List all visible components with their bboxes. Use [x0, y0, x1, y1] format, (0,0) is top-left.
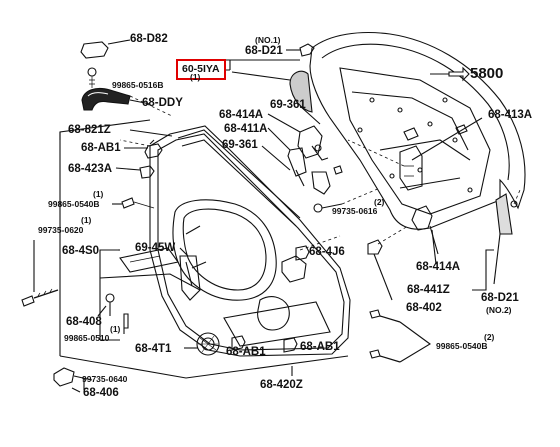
label-69-45w: 69-45W — [135, 242, 176, 254]
label-68-4j6: 68-4J6 — [309, 246, 345, 258]
label-99865-0510: 99865-0510 — [64, 333, 110, 343]
label-68-ab1-bottom-a: 68-AB1 — [226, 346, 266, 358]
screw-0510 — [123, 313, 129, 334]
label-68-d82: 68-D82 — [130, 33, 168, 45]
clip-402 — [367, 239, 393, 301]
label-68-4s0: 68-4S0 — [62, 245, 100, 257]
plug-d21-no2 — [493, 193, 518, 285]
label-99735-0640: 99735-0640 — [82, 374, 128, 384]
bracket-45w — [179, 247, 201, 301]
screw-0540b-left — [112, 197, 155, 209]
label-qty-1-a: (1) — [190, 72, 201, 82]
label-68-414a-right: 68-414A — [416, 261, 461, 273]
label-68-413a: 68-413A — [488, 109, 533, 121]
screw-0616 — [313, 203, 343, 213]
label-5800: 5800 — [470, 65, 504, 82]
arrow-icon — [430, 66, 470, 82]
label-68-d21-no1: 68-D21 — [245, 45, 283, 57]
switch-panel-4s0 — [118, 247, 179, 273]
label-68-d21-no2: 68-D21 — [481, 292, 519, 304]
cap-406 — [53, 367, 93, 393]
label-qty-1-d: (1) — [110, 324, 121, 334]
label-68-423a: 68-423A — [68, 163, 113, 175]
label-68-821z: 68-821Z — [68, 124, 111, 136]
door-trim-panel — [149, 125, 351, 357]
rod-414a-right — [411, 205, 439, 265]
label-qty-1-c: (1) — [81, 215, 92, 225]
leader-no1 — [226, 59, 300, 71]
label-68-402: 68-402 — [406, 302, 442, 314]
label-68-420z: 68-420Z — [260, 379, 303, 391]
label-99865-0540b-left: 99865-0540B — [48, 199, 100, 209]
clip-ab1-bottom — [231, 335, 298, 353]
plug-d21-no1 — [286, 43, 315, 57]
clip-ab1-top — [124, 143, 163, 159]
label-qty-1-b: (1) — [93, 189, 104, 199]
label-99865-0516b: 99865-0516B — [112, 80, 164, 90]
label-68-4t1: 68-4T1 — [135, 343, 172, 355]
label-68-441z: 68-441Z — [407, 284, 450, 296]
weatherstrip-821z — [129, 129, 173, 145]
highlighted-part-number[interactable]: 60-5IYA — [176, 59, 226, 80]
bracket-441z — [472, 249, 494, 291]
screw-408 — [97, 293, 115, 317]
label-qty-2-b: (2) — [484, 332, 495, 342]
label-99865-0540b-right: 99865-0540B — [436, 341, 488, 351]
label-68-414a-top: 68-414A — [219, 109, 264, 121]
label-68-408: 68-408 — [66, 316, 102, 328]
label-no2: (NO.2) — [486, 305, 512, 315]
screw-0540b-right — [369, 309, 431, 363]
latch-413a — [399, 117, 483, 191]
dashed-guides — [119, 95, 521, 251]
label-68-ab1-bottom-b: 68-AB1 — [300, 341, 340, 353]
label-69-361-top: 69-361 — [270, 99, 306, 111]
label-no1: (NO.1) — [255, 35, 281, 45]
label-99735-0620: 99735-0620 — [38, 225, 84, 235]
mirror-corner-cover — [231, 70, 313, 113]
label-68-ddy: 68-DDY — [142, 97, 183, 109]
regulator-parts — [261, 105, 343, 195]
door-shell-5800 — [309, 32, 526, 230]
label-68-406: 68-406 — [83, 387, 119, 399]
bracket-4s0 — [99, 249, 201, 341]
label-69-361-mid: 69-361 — [222, 139, 258, 151]
label-68-ab1-top: 68-AB1 — [81, 142, 121, 154]
label-qty-2-a: (2) — [374, 197, 385, 207]
clip-423a — [115, 165, 155, 179]
clip-4j6 — [295, 245, 310, 261]
clip-d82 — [80, 39, 131, 59]
assembly-border — [59, 119, 349, 379]
screw-0516b — [87, 67, 97, 88]
label-68-411a: 68-411A — [224, 123, 268, 135]
screw-0620 — [21, 240, 59, 307]
label-99735-0616: 99735-0616 — [332, 206, 378, 216]
inner-handle-ddy — [81, 87, 151, 111]
